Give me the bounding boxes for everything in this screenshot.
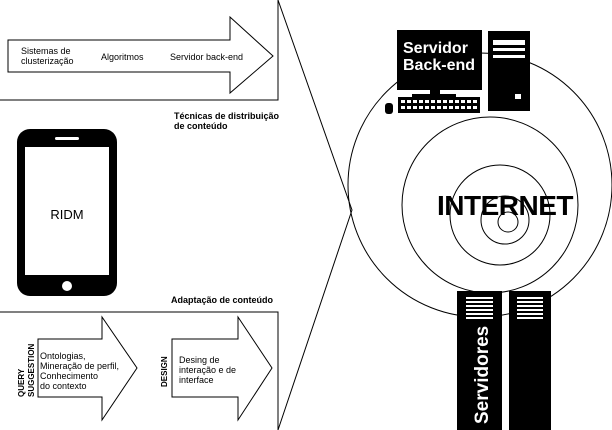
internet-ring-outer [347, 52, 612, 318]
servers-icon [457, 291, 551, 430]
top-arrow [7, 15, 274, 95]
label-backend: Servidor Back-end [403, 40, 476, 74]
computer-icon [385, 30, 530, 114]
label-design: DESIGN [160, 356, 169, 387]
label-query-items: Ontologias, Mineração de perfil, Conheci… [40, 351, 120, 391]
query-arrow [37, 315, 138, 422]
label-design-items: Desing de interação e de interface [179, 355, 237, 385]
internet-ring-3 [449, 164, 551, 266]
label-backend-server: Servidor back-end [170, 52, 244, 62]
label-algorithms: Algoritmos [101, 52, 144, 62]
label-distribution: Técnicas de distribuição de conteúdo [174, 111, 280, 131]
label-internet: INTERNET [437, 190, 574, 221]
label-adaptation: Adaptação de conteúdo [171, 295, 274, 305]
label-query-suggestion: QUERY SUGGESTION [17, 343, 36, 397]
label-device: RIDM [50, 207, 84, 222]
label-clustering: Sistemas de clusterização [21, 46, 74, 66]
main-arrow-outline [0, 0, 353, 430]
label-servers: Servidores [472, 325, 493, 424]
design-arrow [171, 315, 273, 422]
internet-ring-4 [480, 195, 530, 245]
smartphone-icon [17, 129, 117, 296]
internet-ring-5 [497, 211, 519, 233]
